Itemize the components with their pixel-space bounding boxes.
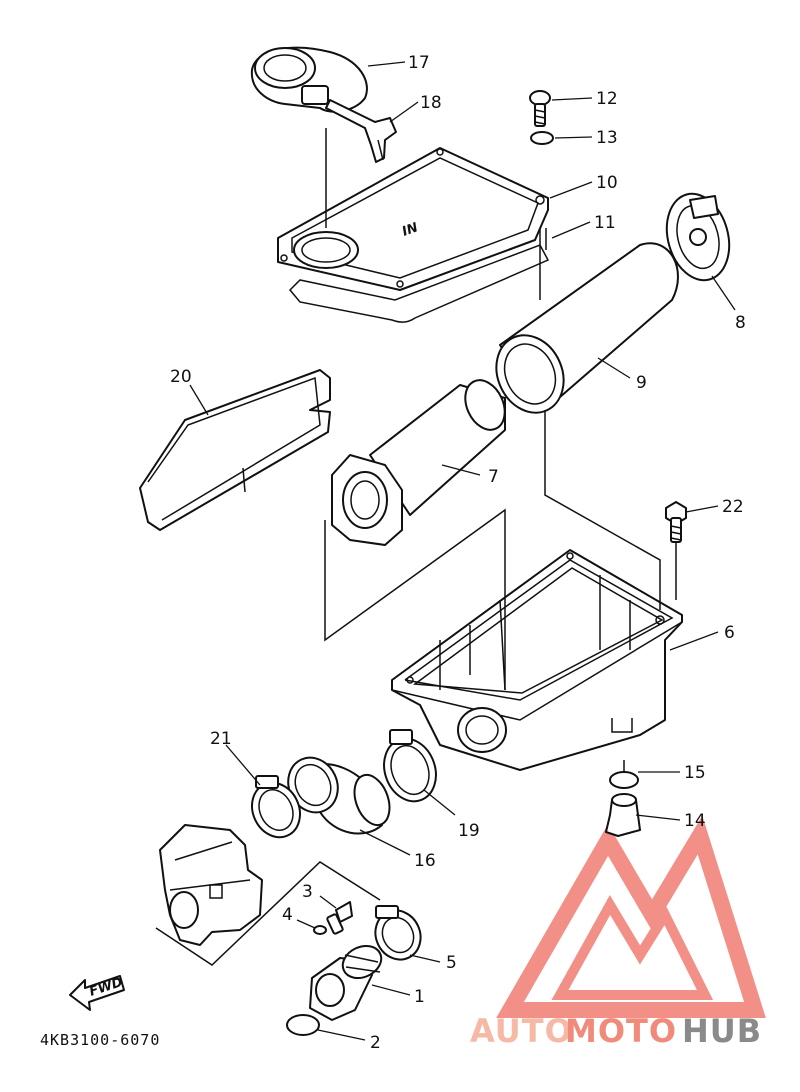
- watermark-hub: HUB: [682, 1012, 762, 1050]
- part-12-bolt: [529, 90, 551, 127]
- fwd-arrow-icon: FWD: [69, 975, 125, 1011]
- part-20-side-plate: [139, 369, 331, 531]
- part-17-intake-cover: [250, 46, 368, 113]
- diagram-code: 4KB3100-6070: [40, 1031, 160, 1049]
- part-14-drain-pipe: [605, 793, 641, 837]
- callout-22: 22: [722, 497, 744, 517]
- engine-cylinder-head: [159, 824, 263, 946]
- callout-12: 12: [596, 89, 618, 109]
- part-4-washer: [313, 925, 327, 935]
- callout-1: 1: [414, 987, 425, 1007]
- callout-15: 15: [684, 763, 706, 783]
- part-1-carburetor-joint: [309, 944, 383, 1021]
- callout-4: 4: [282, 905, 293, 925]
- callout-numbers: 17 18 12 13 10 11 8 9 20 7 22 6 21 15 14…: [170, 53, 746, 1053]
- callout-9: 9: [636, 373, 647, 393]
- part-21-clamp: [251, 775, 301, 839]
- part-2-o-ring: [286, 1014, 320, 1036]
- callout-21: 21: [210, 729, 232, 749]
- part-11-lid-gasket: [288, 244, 550, 323]
- part-6-airbox-housing: [391, 549, 683, 771]
- watermark-logo: [496, 815, 766, 1018]
- callout-17: 17: [408, 53, 430, 73]
- callout-20: 20: [170, 367, 192, 387]
- part-7-filter-guide: [331, 379, 506, 546]
- callout-8: 8: [735, 313, 746, 333]
- svg-text:IN: IN: [400, 220, 420, 240]
- callout-13: 13: [596, 128, 618, 148]
- callout-19: 19: [458, 821, 480, 841]
- callout-5: 5: [446, 953, 457, 973]
- part-3-bolt: [326, 901, 353, 935]
- part-18-breather-elbow: [325, 99, 397, 163]
- part-15-clip: [609, 771, 639, 789]
- callout-16: 16: [414, 851, 436, 871]
- callout-6: 6: [724, 623, 735, 643]
- callout-2: 2: [370, 1033, 381, 1053]
- callout-14: 14: [684, 811, 706, 831]
- callout-18: 18: [420, 93, 442, 113]
- callout-11: 11: [594, 213, 616, 233]
- callout-3: 3: [302, 882, 313, 902]
- watermark-auto: AUTO: [470, 1012, 573, 1050]
- watermark-text: AUTO MOTO HUB: [470, 1012, 762, 1050]
- part-22-bolt: [665, 501, 687, 543]
- part-19-clamp: [383, 729, 437, 803]
- part-8-filter-end-cap: [665, 192, 731, 282]
- part-5-clamp: [374, 905, 422, 961]
- part-13-washer: [530, 131, 554, 145]
- part-10-airbox-lid: IN: [277, 147, 549, 291]
- callout-10: 10: [596, 173, 618, 193]
- leader-lines: [189, 61, 736, 1041]
- part-9-air-filter: [495, 242, 679, 414]
- callout-7: 7: [488, 467, 499, 487]
- assembly-lines: [155, 128, 677, 966]
- watermark-moto: MOTO: [565, 1012, 677, 1050]
- part-16-intake-joint: [287, 756, 391, 835]
